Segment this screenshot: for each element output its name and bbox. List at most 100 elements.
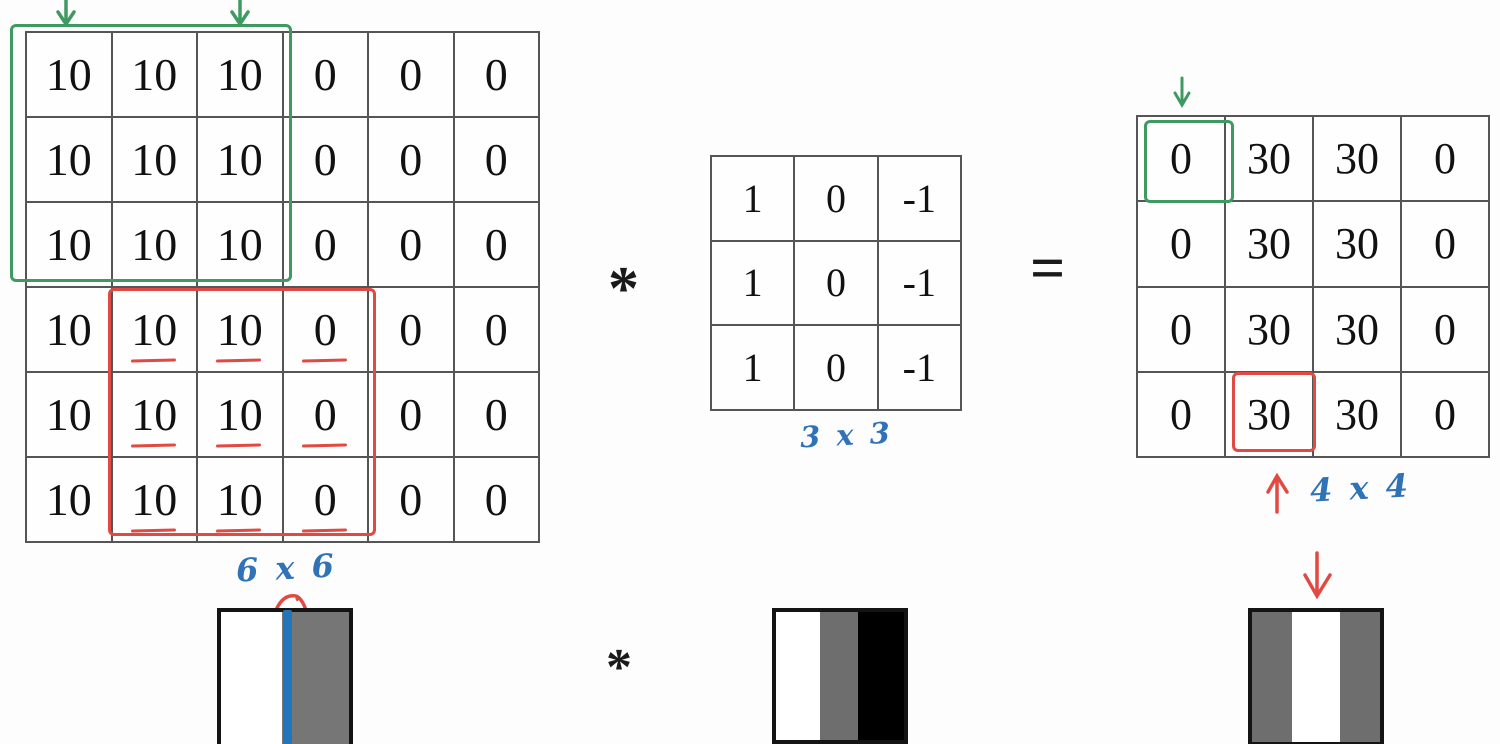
input-cell-r3c4: 0: [283, 203, 369, 288]
input-cell-r3c5: 0: [369, 203, 455, 288]
cell-value: 10: [216, 474, 263, 525]
input-cell-r1c6: 0: [454, 33, 540, 118]
filter-cell-r3c2: 0: [795, 326, 879, 411]
input-cell-r4c4: 0: [283, 288, 369, 373]
input-cell-r2c1: 10: [27, 118, 113, 203]
output-cell-r3c2: 30: [1226, 287, 1314, 373]
output-cell-r1c1: 0: [1138, 117, 1226, 203]
output-cell-r4c3: 30: [1314, 372, 1402, 458]
convolution-asterisk-icon: *: [608, 255, 639, 323]
input-cell-r1c1: 10: [27, 33, 113, 118]
input-cell-r2c2: 10: [112, 118, 198, 203]
input-cell-r6c5: 0: [369, 458, 455, 543]
band-bright: [221, 612, 283, 744]
red-underline-icon: [130, 528, 176, 533]
input-cell-r1c5: 0: [369, 33, 455, 118]
output-cell-r3c1: 0: [1138, 287, 1226, 373]
output-image-strip: [1248, 608, 1384, 744]
filter-cell-r1c2: 0: [795, 157, 879, 242]
cell-value: 10: [216, 304, 263, 355]
red-underline-icon: [301, 443, 347, 448]
cell-value: 0: [313, 474, 337, 525]
output-cell-r1c2: 30: [1226, 117, 1314, 203]
equals-sign-icon: =: [1030, 235, 1066, 303]
band-gray-right: [1340, 612, 1380, 742]
input-cell-r3c3: 10: [198, 203, 284, 288]
input-cell-r5c3: 10: [198, 373, 284, 458]
input-size-label: 6 x 6: [235, 546, 338, 590]
red-underline-icon: [130, 358, 176, 363]
cell-value: 10: [131, 474, 178, 525]
output-cell-r2c2: 30: [1226, 202, 1314, 288]
output-cell-r4c1: 0: [1138, 372, 1226, 458]
input-cell-r6c3: 10: [198, 458, 284, 543]
input-cell-r6c1: 10: [27, 458, 113, 543]
input-matrix-6x6: 10 10 10 0 0 0 10 10 10 0 0 0 10 10 10 0…: [25, 31, 540, 543]
output-cell-r2c1: 0: [1138, 202, 1226, 288]
output-cell-r2c3: 30: [1314, 202, 1402, 288]
filter-cell-r2c2: 0: [795, 241, 879, 327]
input-cell-r2c6: 0: [454, 118, 540, 203]
input-cell-r6c2: 10: [112, 458, 198, 543]
red-up-arrow-output: [1266, 472, 1289, 514]
input-cell-r2c5: 0: [369, 118, 455, 203]
cell-value: 0: [313, 304, 337, 355]
input-cell-r4c6: 0: [454, 288, 540, 373]
red-underline-icon: [130, 443, 176, 448]
filter-cell-r2c1: 1: [712, 241, 796, 327]
cell-value: 10: [131, 304, 178, 355]
output-cell-r3c3: 30: [1314, 287, 1402, 373]
red-down-arrow-output-picture: [1303, 551, 1332, 600]
input-cell-r5c2: 10: [112, 373, 198, 458]
output-cell-r3c4: 0: [1402, 287, 1490, 373]
red-underline-icon: [301, 528, 347, 533]
filter-cell-r1c3: -1: [878, 157, 962, 242]
input-cell-r2c4: 0: [283, 118, 369, 203]
output-matrix-4x4: 0 30 30 0 0 30 30 0 0 30 30 0 0 30 30 0: [1136, 115, 1490, 458]
input-cell-r1c4: 0: [283, 33, 369, 118]
input-cell-r6c4: 0: [283, 458, 369, 543]
input-cell-r5c6: 0: [454, 373, 540, 458]
input-cell-r3c1: 10: [27, 203, 113, 288]
green-down-arrow-output: [1173, 76, 1191, 108]
green-down-arrow-input-col1: [56, 0, 76, 28]
band-gray: [819, 612, 858, 740]
input-cell-r3c6: 0: [454, 203, 540, 288]
filter-size-label: 3 x 3: [799, 415, 894, 455]
input-cell-r4c2: 10: [112, 288, 198, 373]
input-cell-r5c5: 0: [369, 373, 455, 458]
input-cell-r4c3: 10: [198, 288, 284, 373]
red-underline-icon: [216, 443, 262, 448]
filter-matrix-3x3: 1 0 -1 1 0 -1 1 0 -1: [710, 155, 962, 411]
blue-edge-stripe-icon: [283, 610, 292, 744]
input-cell-r1c2: 10: [112, 33, 198, 118]
input-cell-r4c1: 10: [27, 288, 113, 373]
output-cell-r4c2: 30: [1226, 372, 1314, 458]
output-size-label: 4 x 4: [1309, 466, 1412, 510]
output-cell-r1c4: 0: [1402, 117, 1490, 203]
output-cell-r4c4: 0: [1402, 372, 1490, 458]
output-cell-r1c3: 30: [1314, 117, 1402, 203]
red-underline-icon: [216, 528, 262, 533]
input-cell-r5c1: 10: [27, 373, 113, 458]
red-underline-icon: [216, 358, 262, 363]
green-down-arrow-input-col3: [230, 0, 250, 28]
filter-cell-r2c3: -1: [878, 241, 962, 327]
input-cell-r6c6: 0: [454, 458, 540, 543]
output-cell-r2c4: 0: [1402, 202, 1490, 288]
filter-cell-r1c1: 1: [712, 157, 796, 242]
input-cell-r2c3: 10: [198, 118, 284, 203]
red-underline-icon: [301, 358, 347, 363]
band-white-center: [1291, 612, 1341, 742]
cell-value: 10: [131, 389, 178, 440]
input-cell-r4c5: 0: [369, 288, 455, 373]
input-cell-r3c2: 10: [112, 203, 198, 288]
band-black: [857, 612, 904, 740]
filter-image-strip: [772, 608, 908, 744]
filter-cell-r3c1: 1: [712, 326, 796, 411]
cell-value: 10: [216, 389, 263, 440]
band-dark: [282, 612, 349, 744]
band-gray-left: [1252, 612, 1292, 742]
band-white: [776, 612, 820, 740]
